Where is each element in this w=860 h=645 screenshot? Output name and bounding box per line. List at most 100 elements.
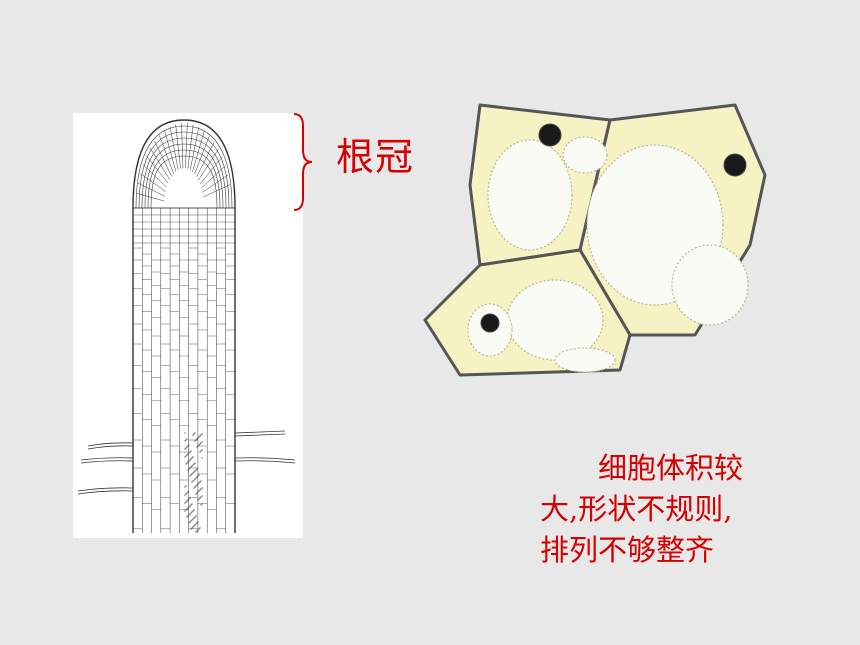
vascular-stipple bbox=[184, 502, 186, 504]
vascular-stipple bbox=[196, 446, 198, 448]
vascular-stipple bbox=[188, 522, 190, 524]
root-tip-drawing bbox=[77, 119, 296, 533]
vascular-stipple bbox=[186, 500, 188, 502]
vascular-stipple bbox=[188, 444, 190, 446]
vascular-stipple bbox=[187, 469, 189, 471]
vascular-stipple bbox=[191, 465, 193, 467]
vascular-stipple bbox=[197, 475, 199, 477]
vascular-stipple bbox=[194, 524, 196, 526]
vascular-stipple bbox=[190, 458, 192, 460]
root-cap-layer bbox=[147, 149, 221, 209]
vascular-stipple bbox=[201, 449, 203, 451]
root-cap-cell-wall bbox=[199, 156, 223, 185]
vascular-stipple bbox=[200, 442, 202, 444]
root-cap-cell-wall bbox=[140, 173, 166, 192]
vascular-stipple bbox=[188, 506, 190, 508]
vascular-stipple bbox=[201, 433, 203, 435]
root-cap-cell-wall bbox=[203, 184, 231, 198]
root-cap-cell-wall bbox=[196, 141, 215, 178]
vascular-stipple bbox=[185, 493, 187, 495]
vascular-stipple bbox=[188, 498, 190, 500]
root-cap-layer bbox=[138, 131, 230, 209]
root-hair bbox=[234, 430, 286, 437]
vacuole bbox=[562, 136, 608, 174]
vascular-stipple bbox=[186, 446, 188, 448]
vascular-stipple bbox=[192, 456, 194, 458]
root-hair bbox=[234, 457, 296, 464]
vascular-stipple bbox=[189, 521, 191, 523]
vascular-stipple bbox=[192, 464, 194, 466]
vascular-stipple bbox=[190, 450, 192, 452]
root-cap-cell-wall bbox=[192, 130, 205, 172]
vascular-stipple bbox=[190, 474, 192, 476]
vascular-stipple bbox=[193, 471, 195, 473]
vascular-stipple bbox=[192, 480, 194, 482]
vascular-stipple bbox=[196, 468, 198, 470]
root-cap-cell-wall bbox=[145, 155, 169, 184]
vascular-stipple bbox=[201, 503, 203, 505]
vascular-stipple bbox=[194, 470, 196, 472]
vascular-stipple bbox=[197, 437, 199, 439]
vascular-stipple bbox=[192, 472, 194, 474]
vascular-stipple bbox=[192, 526, 194, 528]
root-hair bbox=[80, 457, 134, 464]
nucleus-icon bbox=[723, 153, 747, 177]
vascular-stipple bbox=[196, 438, 198, 440]
vascular-stipple bbox=[190, 504, 192, 506]
vascular-stipple bbox=[192, 434, 194, 436]
vascular-stipple bbox=[200, 480, 202, 482]
vacuole bbox=[487, 139, 573, 251]
vacuole bbox=[554, 347, 616, 373]
root-cap-cell-wall bbox=[198, 148, 219, 181]
root-cap-cell-wall bbox=[189, 127, 200, 171]
vacuole bbox=[506, 279, 604, 361]
root-cap-cell-wall bbox=[159, 135, 174, 174]
vascular-stipple bbox=[185, 485, 187, 487]
vascular-stipple bbox=[188, 460, 190, 462]
vascular-stipple bbox=[193, 479, 195, 481]
vascular-stipple bbox=[186, 438, 188, 440]
vascular-stipple bbox=[184, 440, 186, 442]
root-hair bbox=[77, 487, 134, 495]
vascular-stipple bbox=[191, 473, 193, 475]
vascular-stipple bbox=[184, 486, 186, 488]
vascular-stipple bbox=[189, 467, 191, 469]
vascular-stipple bbox=[196, 476, 198, 478]
root-cap-brace bbox=[293, 113, 313, 211]
vascular-stipple bbox=[194, 486, 196, 488]
vascular-stipple bbox=[197, 499, 199, 501]
root-cap-cell-wall bbox=[187, 124, 194, 169]
root-cap-cell-wall bbox=[142, 164, 168, 188]
vascular-stipple bbox=[197, 521, 199, 523]
vascular-stipple bbox=[187, 515, 189, 517]
vascular-stipple bbox=[194, 516, 196, 518]
vascular-stipple bbox=[198, 490, 200, 492]
vascular-stipple bbox=[199, 443, 201, 445]
vascular-stipple bbox=[189, 513, 191, 515]
vascular-stipple bbox=[184, 448, 186, 450]
vascular-stipple bbox=[184, 494, 186, 496]
root-cap-cell-wall bbox=[136, 192, 165, 202]
vascular-stipple bbox=[189, 459, 191, 461]
vascular-stipple bbox=[195, 469, 197, 471]
vascular-stipple bbox=[195, 439, 197, 441]
vacuole bbox=[671, 244, 749, 326]
vascular-stipple bbox=[194, 462, 196, 464]
vascular-stipple bbox=[189, 475, 191, 477]
vascular-stipple bbox=[197, 529, 199, 531]
vascular-stipple bbox=[196, 522, 198, 524]
vascular-stipple bbox=[196, 484, 198, 486]
vascular-stipple bbox=[196, 530, 198, 532]
vascular-stipple bbox=[198, 474, 200, 476]
vascular-stipple bbox=[185, 455, 187, 457]
vascular-stipple bbox=[200, 450, 202, 452]
vascular-stipple bbox=[194, 440, 196, 442]
vascular-stipple bbox=[193, 487, 195, 489]
vascular-stipple bbox=[185, 447, 187, 449]
vascular-stipple bbox=[198, 482, 200, 484]
vascular-stipple bbox=[187, 507, 189, 509]
vascular-stipple bbox=[200, 434, 202, 436]
vascular-stipple bbox=[193, 525, 195, 527]
vascular-stipple bbox=[199, 481, 201, 483]
vascular-stipple bbox=[195, 531, 197, 533]
